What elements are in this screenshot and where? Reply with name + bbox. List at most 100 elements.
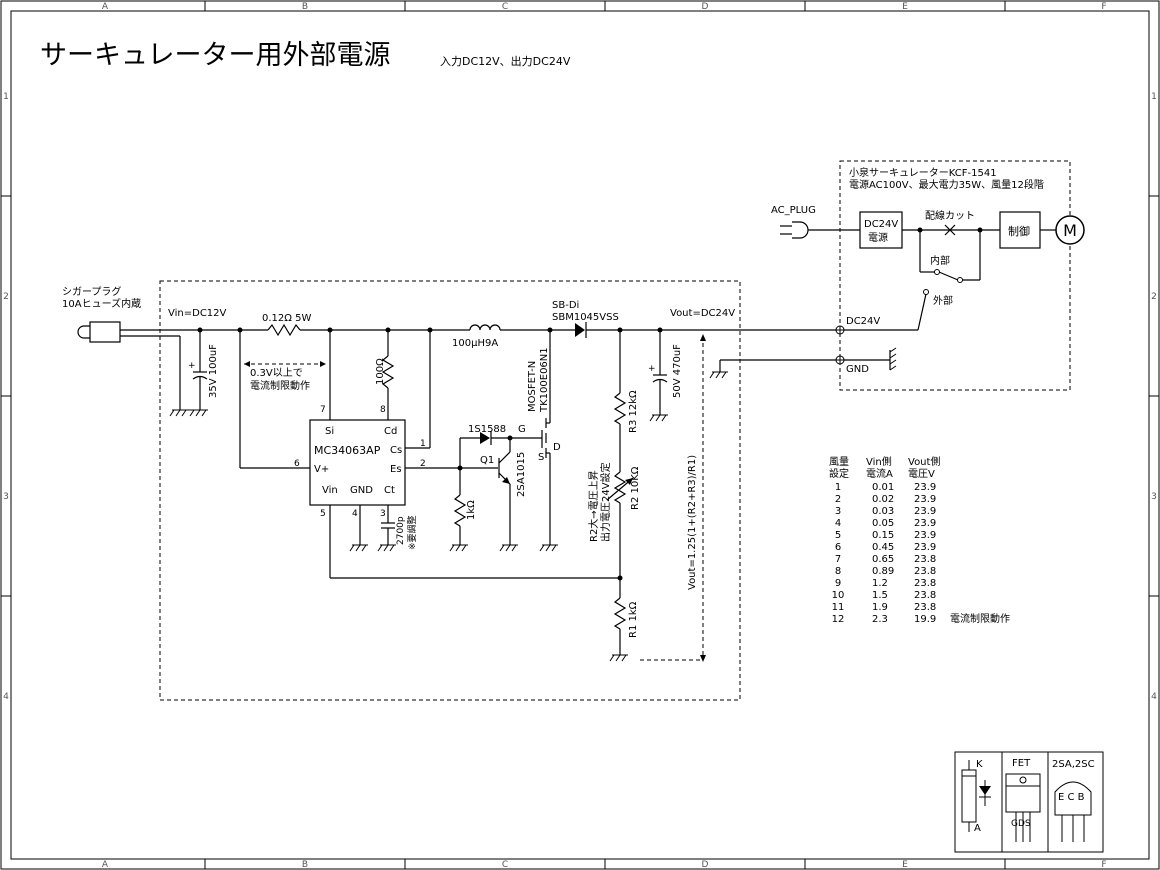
table-cell-vout-voltage: 23.9 — [914, 494, 936, 505]
table-cell-fan: 11 — [832, 602, 845, 613]
table-header-fan-2: 設定 — [829, 467, 849, 480]
dc24v-block-line-1: DC24V — [864, 219, 898, 230]
ac-plug-label: AC_PLUG — [771, 205, 816, 216]
table-cell-fan: 1 — [835, 482, 841, 493]
mosfet-s: S — [538, 452, 544, 463]
ic-pin-es: Es — [390, 464, 402, 475]
table-cell-vin-current: 0.05 — [872, 518, 894, 529]
table-header-fan-1: 風量 — [829, 456, 849, 468]
ic-pin-num-7: 7 — [320, 405, 326, 415]
external-switch-label: 外部 — [933, 294, 953, 307]
table-cell-fan: 6 — [835, 542, 841, 553]
table-header-vin-1: Vin側 — [866, 455, 892, 468]
legend-bjt-title: 2SA,2SC — [1052, 759, 1095, 770]
ic-pin-si: Si — [325, 426, 334, 437]
mosfet-d: D — [553, 442, 561, 453]
grid-row-3-left: 3 — [3, 492, 9, 502]
circulator-outline — [839, 160, 1071, 391]
grid-row-1-right: 1 — [1151, 92, 1157, 102]
legend-fet-title: FET — [1012, 758, 1031, 769]
table-cell-vout-voltage: 23.8 — [914, 602, 936, 613]
sb-diode-label-1: SB-Di — [552, 300, 579, 311]
r1k-base-label: 1kΩ — [466, 500, 477, 520]
ic-pin-num-6: 6 — [294, 459, 300, 469]
grid-row-2-right: 2 — [1151, 292, 1157, 302]
wiring-cut-label: 配線カット — [925, 209, 975, 222]
sense-note-2: 電流制限動作 — [250, 379, 310, 392]
svg-text:+: + — [188, 361, 196, 371]
table-cell-vin-current: 0.01 — [872, 482, 894, 493]
ct-cap-note: ※要調整 — [406, 515, 418, 550]
ic-pin-vplus: V+ — [314, 464, 329, 475]
page-subtitle: 入力DC12V、出力DC24V — [440, 54, 571, 68]
grid-col-d-top: D — [702, 2, 709, 12]
vout-dimension-arrow — [640, 334, 706, 662]
grid-col-a-bottom: A — [102, 860, 109, 870]
internal-switch-label: 内部 — [930, 254, 950, 267]
control-block-label: 制御 — [1008, 224, 1030, 238]
q1-name-label: Q1 — [480, 455, 494, 466]
ic-pin-num-5: 5 — [320, 509, 326, 519]
table-cell-fan: 8 — [835, 566, 841, 577]
output-cap-label: 50V 470uF — [672, 344, 683, 398]
grid-row-4-left: 4 — [3, 692, 9, 702]
ic-pin-num-3: 3 — [380, 509, 386, 519]
converter-board-outline — [159, 280, 741, 701]
ic-lower-wiring — [329, 505, 620, 579]
ct-cap-label: 2700p — [396, 516, 406, 545]
input-capacitor: + — [188, 327, 208, 410]
table-cell-fan: 9 — [835, 578, 841, 589]
ic-mc34063: MC34063AP Si Cd Cs V+ Es Vin GND Ct 7 8 … — [294, 405, 426, 519]
ic-pin-vin: Vin — [322, 485, 338, 496]
sense-note-1: 0.3V以上で — [250, 367, 303, 379]
ic-pin-cs: Cs — [390, 445, 402, 456]
legend-bjt-pins: E C B — [1058, 792, 1085, 803]
ic-pin-gnd: GND — [350, 485, 373, 496]
table-header-vin-2: 電流A — [866, 467, 893, 480]
table-cell-vout-voltage: 23.8 — [914, 554, 936, 565]
mosfet — [541, 327, 553, 545]
d-1s1588-label: 1S1588 — [468, 424, 506, 435]
vout-formula: Vout=1.25(1+(R2+R3)/R1) — [687, 455, 698, 590]
grid-col-d-bottom: D — [702, 860, 709, 870]
page-title: サーキュレーター用外部電源 — [40, 40, 390, 71]
r2-note-2: 出力電圧24V設定 — [599, 462, 612, 542]
table-cell-fan: 5 — [835, 530, 841, 541]
table-cell-vin-current: 1.9 — [872, 602, 888, 613]
table-cell-fan: 7 — [835, 554, 841, 565]
input-cap-label: 35V 100uF — [208, 344, 219, 398]
circulator-wiring — [780, 211, 1085, 331]
table-cell-vout-voltage: 23.9 — [914, 482, 936, 493]
gate-driver — [405, 431, 542, 545]
table-cell-vout-voltage: 23.9 — [914, 542, 936, 553]
table-cell-fan: 12 — [832, 614, 845, 625]
table-cell-vin-current: 0.65 — [872, 554, 894, 565]
sense-threshold-arrow — [244, 361, 326, 367]
dc24v-terminal-label: DC24V — [846, 316, 880, 327]
table-cell-fan: 10 — [832, 590, 845, 601]
grid-col-e-top: E — [902, 2, 908, 12]
ic-pin-ct: Ct — [384, 485, 395, 496]
cigar-plug-symbol — [77, 321, 181, 410]
mosfet-label-2: TK100E06N1 — [539, 347, 550, 413]
circulator-label-2: 電源AC100V、最大電力35W、風量12段階 — [849, 178, 1044, 191]
r3-label: R3 12kΩ — [628, 390, 639, 433]
table-header-vout-2: 電圧V — [908, 468, 935, 480]
mosfet-label-1: MOSFET-N — [527, 361, 538, 412]
legend-diode-k: K — [976, 759, 983, 770]
current-sense-wiring — [237, 327, 433, 469]
table-cell-vout-voltage: 19.9 — [914, 614, 936, 625]
gnd-terminal-label: GND — [846, 364, 869, 375]
dc24v-block-line-2: 電源 — [868, 231, 888, 244]
table-cell-fan: 3 — [835, 506, 841, 517]
grid-col-e-bottom: E — [902, 860, 908, 870]
ic-pin-num-1: 1 — [420, 439, 426, 449]
grid-row-4-right: 4 — [1151, 692, 1157, 702]
grid-col-a-top: A — [102, 2, 109, 12]
legend-fet-pins: GDS — [1011, 819, 1031, 829]
legend-diode-a: A — [974, 823, 981, 834]
ic-pin-num-2: 2 — [420, 459, 426, 469]
table-cell-fan: 2 — [835, 494, 841, 505]
